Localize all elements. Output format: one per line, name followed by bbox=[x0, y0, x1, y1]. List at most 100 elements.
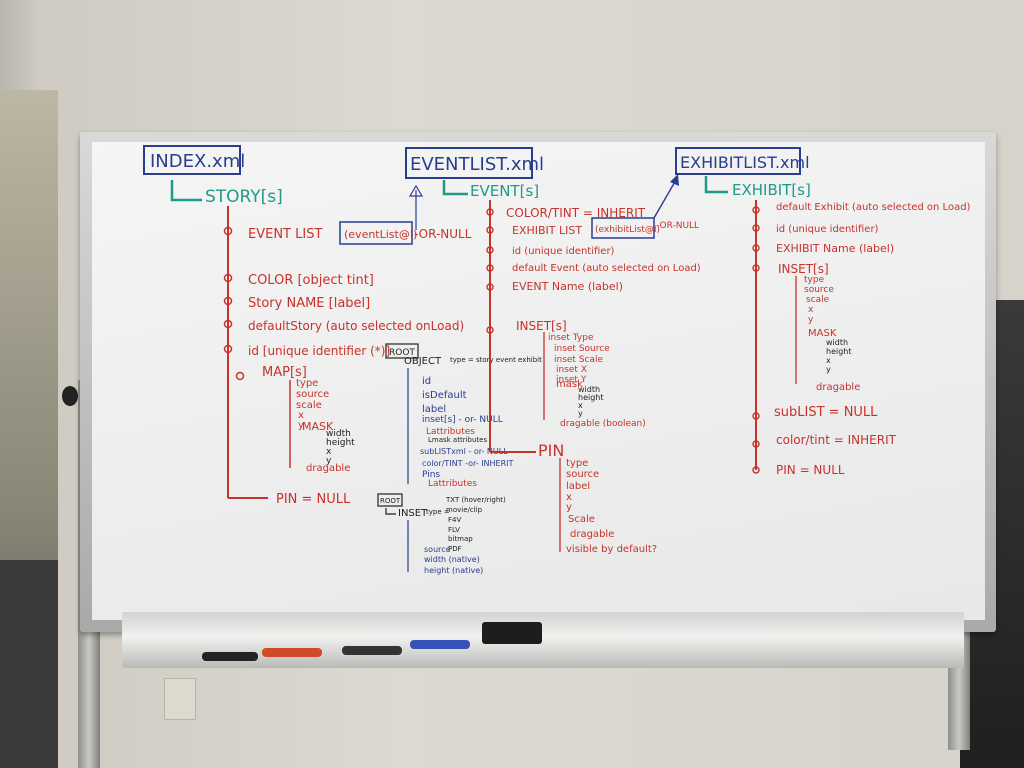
index-child: STORY[s] bbox=[205, 187, 283, 207]
exhibit-mask-3: y bbox=[826, 365, 831, 374]
root-object-type: type = story event exhibit bbox=[450, 356, 542, 364]
pin-field-5: Scale bbox=[568, 514, 595, 525]
exhibit-inset-0: type bbox=[804, 275, 825, 285]
map-field-0: type bbox=[296, 378, 318, 389]
root-object-field-9: Lattributes bbox=[428, 479, 477, 489]
root-inset-field-2: height (native) bbox=[424, 566, 483, 575]
eventlist-field-1: EXHIBIT LIST bbox=[512, 224, 582, 237]
root-object-field-0: id bbox=[422, 376, 431, 387]
root-object-field-6: subLISTxml - or- NULL bbox=[420, 447, 508, 456]
root-object-field-8: Pins bbox=[422, 470, 440, 480]
index-or-null: -OR-NULL bbox=[414, 227, 472, 241]
eraser bbox=[482, 622, 542, 644]
index-field-5: MAP[s] bbox=[262, 365, 307, 380]
exhibit-inset-5: MASK bbox=[808, 328, 837, 339]
event-inset-4: inset Y bbox=[556, 375, 587, 385]
exhibit-list-ref: (exhibitList@I) bbox=[595, 225, 660, 235]
exhibitlist-child: EXHIBIT[s] bbox=[732, 181, 811, 199]
index-field-1: COLOR [object tint] bbox=[248, 273, 374, 288]
exhibit-tail-0: subLIST = NULL bbox=[774, 405, 878, 420]
pin-field-4: y bbox=[566, 502, 572, 513]
eventlist-child: EVENT[s] bbox=[470, 182, 539, 200]
root-inset-name: INSET bbox=[398, 508, 428, 519]
map-field-6: dragable bbox=[306, 463, 350, 474]
eventlist-field-3: default Event (auto selected on Load) bbox=[512, 263, 701, 274]
exhibit-tail-2: PIN = NULL bbox=[776, 463, 845, 477]
event-inset-5: mask bbox=[556, 379, 583, 390]
map-mask-3: y bbox=[326, 456, 332, 466]
exhibit-field-2: EXHIBIT Name (label) bbox=[776, 242, 894, 255]
pin-field-7: visible by default? bbox=[566, 544, 657, 555]
exhibit-field-3: INSET[s] bbox=[778, 262, 829, 276]
marker-black bbox=[202, 652, 258, 661]
eventlist-field-0: COLOR/TINT = INHERIT bbox=[506, 206, 646, 220]
marker-tray bbox=[122, 612, 964, 668]
exhibit-inset-3: x bbox=[808, 305, 814, 315]
exhibit-field-0: default Exhibit (auto selected on Load) bbox=[776, 202, 971, 213]
root-object-block: ROOT OBJECT type = story event exhibit i… bbox=[385, 343, 542, 489]
eventlist-field-5: INSET[s] bbox=[516, 319, 567, 333]
root-object-name: OBJECT bbox=[404, 356, 442, 367]
event-mask-3: y bbox=[578, 409, 583, 418]
exhibit-field-1: id (unique identifier) bbox=[776, 224, 879, 235]
event-pin: PIN bbox=[538, 441, 564, 460]
stand-knob bbox=[62, 386, 78, 406]
map-field-5: MASK bbox=[302, 420, 334, 433]
exhibit-inset-4: y bbox=[808, 315, 814, 325]
map-field-1: source bbox=[296, 389, 329, 400]
pin-field-1: source bbox=[566, 469, 599, 480]
event-list-ref: (eventList@I) bbox=[344, 228, 417, 241]
root-object-field-5: Lmask attributes bbox=[428, 436, 487, 444]
root-inset-type-0: TXT (hover/right) bbox=[445, 496, 506, 504]
event-dragable: dragable (boolean) bbox=[560, 419, 646, 429]
event-mask-1: height bbox=[578, 393, 604, 402]
root-object-field-1: isDefault bbox=[422, 390, 467, 401]
eventlist-or-null: -OR-NULL bbox=[656, 221, 699, 231]
root-inset-type-1: movie/clip bbox=[446, 506, 483, 514]
root-object-field-3: inset[s] - or- NULL bbox=[422, 415, 503, 425]
root-inset-type-3: FLV bbox=[448, 526, 460, 534]
pin-field-0: type bbox=[566, 458, 588, 469]
root-inset-type-5: PDF bbox=[448, 545, 462, 553]
index-field-3: defaultStory (auto selected onLoad) bbox=[248, 319, 464, 333]
event-inset-2: inset Scale bbox=[554, 355, 603, 365]
event-mask-0: width bbox=[578, 385, 600, 394]
index-field-2: Story NAME [label] bbox=[248, 296, 370, 311]
root-inset-type-2: F4V bbox=[448, 516, 461, 524]
map-field-3: x bbox=[298, 410, 304, 421]
map-field-4: y bbox=[298, 420, 304, 431]
exhibitlist-title: EXHIBITLIST.xml bbox=[680, 153, 810, 172]
root-inset-block: ROOT INSET type = TXT (hover/right) movi… bbox=[377, 493, 506, 575]
exhibit-inset-2: scale bbox=[806, 295, 830, 305]
index-title: INDEX.xml bbox=[150, 151, 245, 172]
pin-field-6: dragable bbox=[570, 529, 614, 540]
marker-blue bbox=[410, 640, 470, 649]
exhibit-mask-0: width bbox=[826, 338, 848, 347]
exhibit-dragable: dragable bbox=[816, 382, 860, 393]
map-mask-2: x bbox=[326, 447, 332, 457]
eventlist-field-2: id (unique identifier) bbox=[512, 246, 615, 257]
wall-outlet bbox=[164, 678, 196, 720]
map-mask-0: width bbox=[326, 429, 351, 439]
index-field-4: id [unique identifier (*)] bbox=[248, 344, 390, 358]
event-inset-0: inset Type bbox=[548, 333, 594, 343]
root-inset-label: ROOT bbox=[380, 497, 401, 505]
root-object-field-4: Lattributes bbox=[426, 427, 475, 437]
map-mask-1: height bbox=[326, 438, 355, 448]
index-field-6: PIN = NULL bbox=[276, 492, 351, 507]
exhibit-mask-1: height bbox=[826, 347, 852, 356]
pin-field-2: label bbox=[566, 481, 590, 492]
root-inset-type: type = bbox=[426, 508, 450, 516]
event-inset-1: inset Source bbox=[554, 344, 610, 354]
eventlist-field-4: EVENT Name (label) bbox=[512, 280, 623, 293]
root-inset-field-1: width (native) bbox=[424, 555, 480, 564]
root-object-field-2: label bbox=[422, 404, 446, 415]
exhibit-mask-2: x bbox=[826, 356, 831, 365]
event-mask-2: x bbox=[578, 401, 583, 410]
index-field-0: EVENT LIST bbox=[248, 227, 322, 242]
event-inset-3: inset X bbox=[556, 365, 587, 375]
root-inset-type-4: bitmap bbox=[448, 535, 473, 543]
marker-black-2 bbox=[342, 646, 402, 655]
exhibit-inset-1: source bbox=[804, 285, 834, 295]
